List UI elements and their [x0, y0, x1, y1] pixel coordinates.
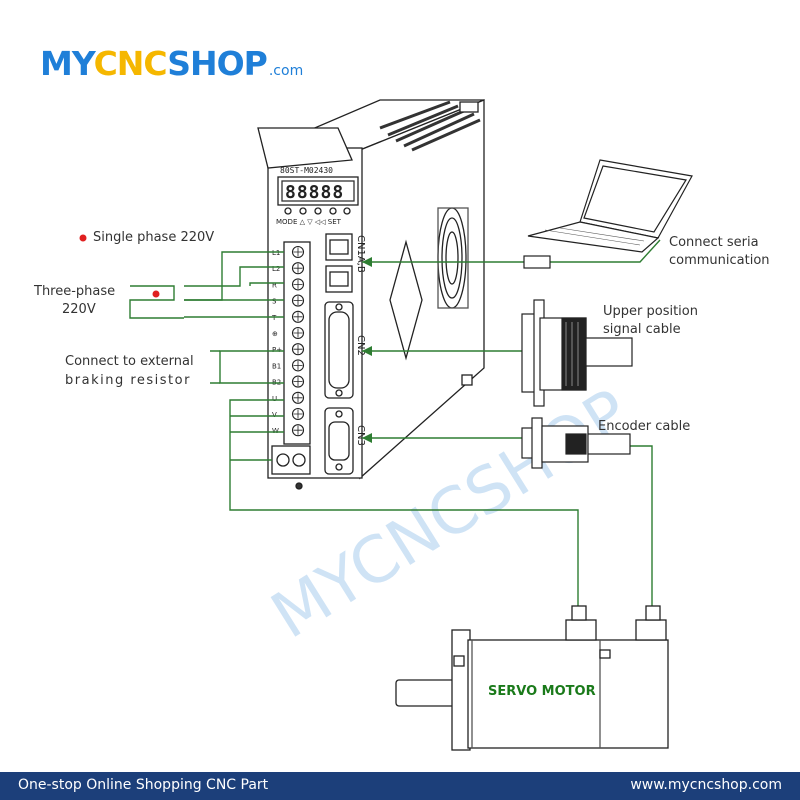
port-cn3-label: CN3	[355, 425, 366, 446]
three-phase-label-line2: 220V	[62, 302, 96, 317]
upper-position-label-line2: signal cable	[603, 322, 681, 337]
motor-label: SERVO MOTOR	[488, 684, 596, 699]
footer-tagline: One-stop Online Shopping CNC Part	[18, 777, 269, 793]
terminal-screw-slot-10	[293, 409, 303, 419]
single-phase-label: Single phase 220V	[93, 230, 215, 245]
footer-bar: One-stop Online Shopping CNC Part www.my…	[0, 772, 800, 800]
servo-motor	[395, 605, 669, 751]
braking-label-line1: Connect to external	[65, 354, 194, 369]
logo-part-cnc: CNC	[93, 44, 169, 83]
terminal-label-9: U	[272, 395, 277, 403]
logo-part-my: MY	[40, 44, 95, 83]
port-cn2-label: CN2	[355, 335, 366, 356]
laptop	[523, 159, 693, 269]
braking-label-line2: braking resistor	[65, 373, 191, 388]
terminal-screw-slot-6	[293, 344, 303, 354]
three-phase-dot	[152, 290, 160, 298]
terminal-screw-slot-2	[293, 279, 303, 289]
terminal-screw-slot-4	[293, 312, 303, 322]
single-phase-dot	[79, 234, 87, 242]
terminal-screw-slot-5	[293, 328, 303, 338]
servo-driver	[257, 99, 485, 490]
terminal-screw-slot-8	[293, 377, 303, 387]
terminal-label-7: B1	[272, 362, 281, 370]
three-phase-label-line1: Three-phase	[34, 284, 116, 299]
terminal-label-1: L2	[272, 265, 280, 273]
terminal-screw-slot-9	[293, 393, 303, 403]
terminal-label-5: ⊕	[272, 330, 278, 338]
terminal-label-0: L1	[272, 249, 280, 257]
terminal-label-3: S	[272, 298, 277, 306]
terminal-label-6: P+	[272, 346, 282, 354]
driver-model: 80ST-M02430	[280, 166, 333, 175]
serial-label-line2: communication	[669, 253, 770, 268]
logo-part-shop: SHOP	[167, 44, 268, 83]
logo-suffix: .com	[268, 63, 304, 79]
terminal-label-2: R	[272, 281, 277, 289]
upper-position-connector	[521, 299, 633, 407]
terminal-screw-slot-7	[293, 360, 303, 370]
terminal-screw-slot-11	[293, 425, 303, 435]
upper-position-label-line1: Upper position	[603, 304, 698, 319]
wires	[129, 239, 661, 606]
driver-buttons: MODE △ ▽ ◁◁ SET	[276, 218, 342, 226]
terminal-label-4: T	[271, 314, 277, 322]
arrowheads	[362, 257, 372, 443]
footer-url[interactable]: www.mycncshop.com	[630, 777, 782, 793]
terminal-screw-slot-0	[293, 247, 303, 257]
terminal-screw-slot-1	[293, 263, 303, 273]
encoder-connector	[521, 417, 631, 469]
serial-label-line1: Connect seria	[669, 235, 759, 250]
terminal-label-10: V	[272, 411, 277, 419]
terminal-label-11: W	[272, 427, 279, 435]
driver-display: 88888	[285, 182, 344, 203]
terminal-screw-slot-3	[293, 296, 303, 306]
encoder-label: Encoder cable	[598, 419, 691, 434]
brand-logo: MYCNCSHOP.com	[40, 44, 303, 83]
port-cn1-label: CN1A,B	[355, 235, 366, 273]
